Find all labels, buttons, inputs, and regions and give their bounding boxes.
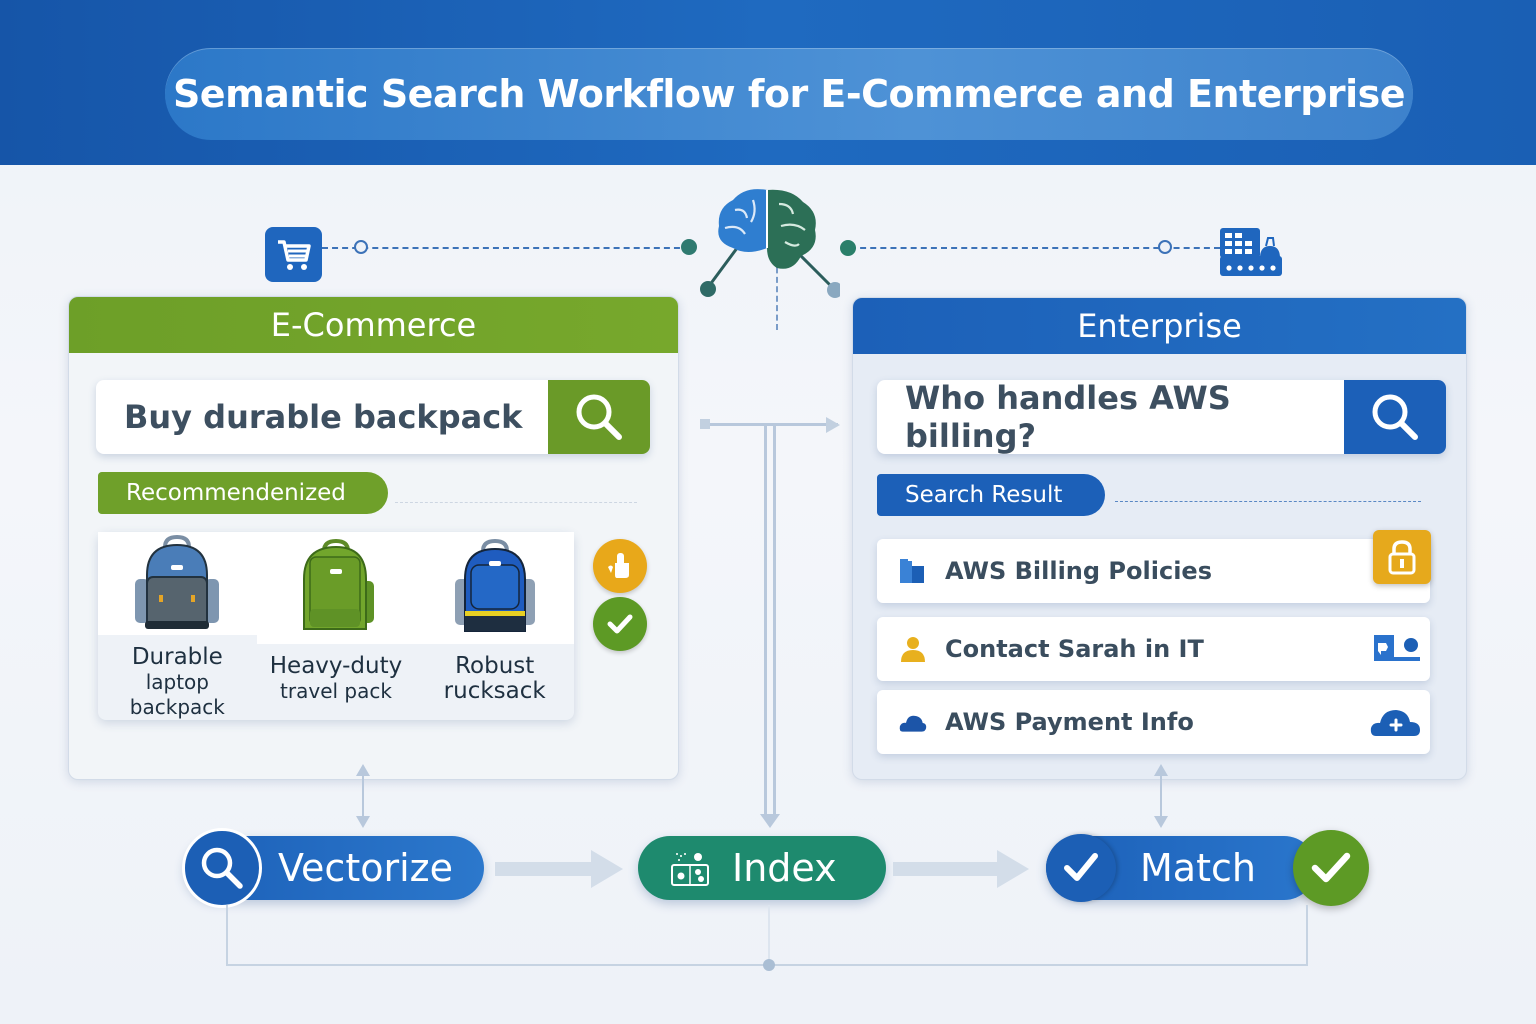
index-icon [671, 853, 709, 886]
contact-card-icon[interactable] [1374, 633, 1422, 665]
connector-line [764, 423, 767, 817]
backpack-image [415, 532, 575, 644]
arrow-up-icon [1154, 764, 1168, 776]
connector-node [1158, 240, 1172, 254]
connector-line-right [850, 247, 1220, 249]
header-banner: Semantic Search Workflow for E-Commerce … [0, 0, 1536, 165]
result-row[interactable]: AWS Billing Policies [877, 539, 1430, 603]
step-index[interactable]: Index [638, 836, 886, 900]
arrow-up-icon [356, 764, 370, 776]
enterprise-panel-title: Enterprise [853, 298, 1466, 354]
connector-line [1160, 770, 1162, 822]
connector-node [763, 959, 775, 971]
flow-arrow-icon [495, 850, 623, 888]
check-icon[interactable] [593, 597, 647, 651]
divider [395, 502, 637, 503]
product-card[interactable]: Durable laptop backpack [98, 532, 257, 720]
step-label: Match [1140, 846, 1256, 890]
cloud-icon [899, 711, 927, 733]
result-row[interactable]: Contact Sarah in IT [877, 617, 1430, 681]
document-icon [899, 559, 927, 583]
flow-arrow-icon [893, 850, 1029, 888]
building-icon [1218, 228, 1284, 278]
result-label: Contact Sarah in IT [945, 635, 1204, 663]
cloud-add-icon[interactable] [1370, 706, 1422, 738]
arrow-down-icon [356, 816, 370, 828]
enterprise-search-bar[interactable]: Who handles AWS billing? [877, 380, 1446, 454]
shopping-cart-icon [265, 227, 322, 282]
result-row[interactable]: AWS Payment Info [877, 690, 1430, 754]
enterprise-search-input[interactable]: Who handles AWS billing? [905, 380, 1231, 454]
arrow-down-icon [760, 814, 780, 828]
page-title: Semantic Search Workflow for E-Commerce … [165, 48, 1413, 140]
product-list: Durable laptop backpack Heavy-duty trave… [98, 532, 575, 720]
connector-node [840, 240, 856, 256]
product-label: Robust rucksack [443, 653, 546, 704]
product-card[interactable]: Heavy-duty travel pack [256, 532, 416, 720]
connector-node [354, 240, 368, 254]
thumbs-up-icon[interactable] [593, 539, 647, 593]
connector-line [1306, 905, 1308, 965]
arrow-right-icon [826, 417, 840, 433]
connector-line [362, 770, 364, 822]
search-result-tag: Search Result [877, 474, 1105, 516]
product-label: Durable laptop backpack [129, 644, 225, 720]
connector-line [226, 905, 228, 965]
check-icon [1046, 834, 1116, 902]
connector-line [773, 423, 776, 817]
brain-icon [695, 182, 843, 302]
match-success-check-icon [1293, 830, 1369, 906]
connector-line-left [322, 247, 690, 249]
divider [1115, 501, 1421, 502]
arrow-down-icon [1154, 816, 1168, 828]
connector-node [681, 239, 697, 255]
backpack-image [98, 532, 257, 635]
ecommerce-search-button[interactable] [548, 380, 650, 454]
person-icon [899, 636, 927, 662]
recommended-tag: Recommendenized [98, 472, 388, 514]
lock-icon[interactable] [1373, 530, 1431, 584]
step-vectorize[interactable]: Vectorize [182, 828, 484, 908]
ecommerce-search-bar[interactable]: Buy durable backpack [96, 380, 650, 454]
search-icon [182, 828, 262, 908]
result-label: AWS Payment Info [945, 708, 1194, 736]
result-label: AWS Billing Policies [945, 557, 1212, 585]
step-match[interactable]: Match [1046, 834, 1316, 902]
connector-line-vertical [776, 258, 778, 330]
connector-line [768, 905, 770, 965]
search-icon [1372, 394, 1418, 440]
enterprise-search-button[interactable] [1344, 380, 1446, 454]
search-icon [576, 394, 622, 440]
step-label: Vectorize [278, 846, 453, 890]
step-label: Index [732, 846, 837, 890]
product-label: Heavy-duty travel pack [269, 653, 403, 704]
ecommerce-panel-title: E-Commerce [69, 297, 678, 353]
connector-line [704, 423, 838, 426]
ecommerce-search-input[interactable]: Buy durable backpack [124, 398, 523, 436]
connector-node [700, 419, 710, 429]
backpack-image [256, 532, 416, 644]
product-card[interactable]: Robust rucksack [415, 532, 575, 720]
